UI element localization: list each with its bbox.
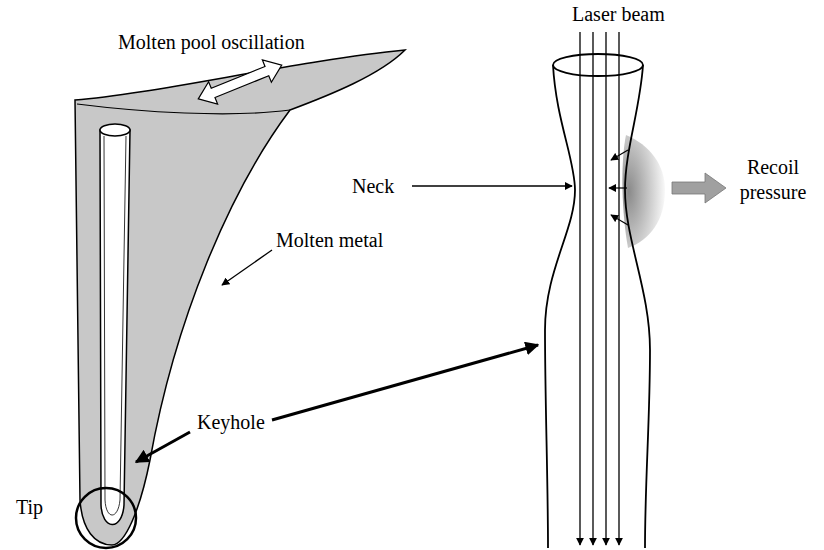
molten-metal-label: Molten metal [276,228,383,253]
oscillation-arrow [194,54,286,110]
keyhole-wall-right [625,65,650,548]
tip-label: Tip [16,495,43,520]
recoil-arrows [609,150,628,225]
keyhole-label: Keyhole [197,410,265,435]
keyhole-leader-right [272,345,538,420]
neck-leader [412,185,572,186]
molten-pool [75,50,405,545]
keyhole-tube [100,130,130,525]
laser-rays [580,32,619,545]
keyhole-wall-left [545,65,575,548]
keyhole-top [553,54,643,76]
molten-metal-leader [222,250,272,285]
recoil-pressure-arrow [672,173,726,203]
neck-label: Neck [352,174,394,199]
keyhole-inner [104,136,126,515]
tip-circle [76,488,136,548]
keyhole-leader-left [136,432,190,462]
pool-oscillation-label: Molten pool oscillation [118,30,305,55]
pool-surface-edge [77,104,290,114]
recoil-pressure-label: Recoil pressure [728,155,818,205]
laser-beam-label: Laser beam [572,2,665,27]
keyhole-opening [100,124,130,136]
